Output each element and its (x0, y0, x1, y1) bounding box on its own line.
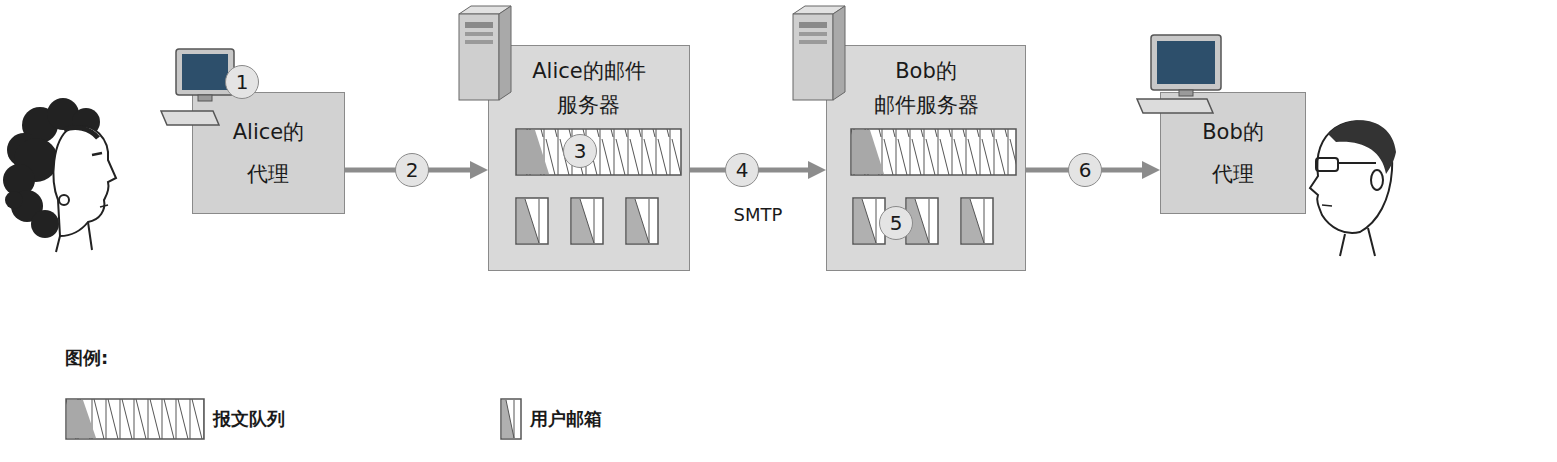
callout-number: 6 (1068, 153, 1102, 187)
callout-number: 3 (563, 134, 597, 168)
server-tower (793, 6, 845, 100)
mail-server-box: Bob的 邮件服务器 (826, 45, 1026, 271)
queue-swatch (65, 398, 205, 440)
server-tower (459, 6, 511, 100)
computer-icon (1161, 93, 1305, 213)
box-title: Alice的邮件 服务器 (532, 54, 646, 122)
legend-text: 用户邮箱 (530, 407, 602, 431)
callout-number: 5 (879, 206, 913, 240)
callout-number: 2 (395, 153, 429, 187)
user-mailbox (853, 198, 993, 244)
mail-server-art (489, 46, 689, 270)
mail-server-box: Alice的邮件 服务器 (488, 45, 690, 271)
legend-entry: 用户邮箱 (500, 398, 602, 440)
user-agent-box: Bob的 代理 (1160, 92, 1306, 214)
callout-number: 4 (725, 153, 759, 187)
box-title: Alice的 代理 (233, 111, 305, 195)
box-title: Bob的 邮件服务器 (874, 54, 979, 122)
user-mailbox (516, 198, 658, 244)
legend-heading: 图例: (65, 346, 108, 370)
computer-icon (193, 93, 344, 213)
flow-arrow (345, 168, 470, 173)
protocol-label: SMTP (731, 204, 786, 226)
message-queue (851, 129, 1016, 175)
callout-number: 1 (225, 65, 259, 99)
alice-figure (3, 98, 116, 252)
legend-text: 报文队列 (213, 407, 285, 431)
mailbox-swatch (500, 398, 522, 440)
flow-arrow (690, 168, 808, 173)
mail-server-art (827, 46, 1025, 270)
box-title: Bob的 代理 (1202, 111, 1264, 195)
user-agent-box: Alice的 代理 (192, 92, 345, 214)
flow-arrow (1026, 168, 1142, 173)
legend-entry: 报文队列 (65, 398, 285, 440)
bob-figure (1310, 120, 1396, 256)
message-queue (516, 129, 681, 175)
